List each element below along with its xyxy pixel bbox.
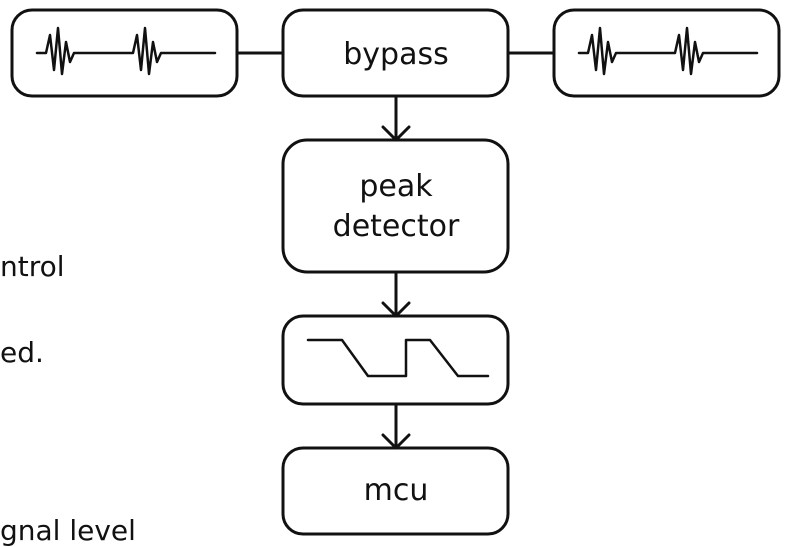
bypass-label: bypass: [343, 37, 448, 72]
peak-detector-label-line1: peak: [359, 169, 433, 204]
arrow-bypass-to-peak-detector: [381, 94, 411, 142]
signal-input-box: [10, 8, 239, 98]
waveform-bursts-icon: [577, 26, 759, 76]
square-pulse-icon: [306, 338, 490, 378]
waveform-bursts-icon: [35, 26, 217, 76]
side-text-line-2: ed.: [0, 336, 44, 369]
signal-output-box: [552, 8, 781, 98]
mcu-label: mcu: [364, 473, 429, 508]
side-text-line-3: gnal level: [0, 514, 136, 547]
peak-detector-box: [281, 138, 510, 274]
mcu-box: [281, 446, 510, 536]
arrow-comparator-to-mcu: [381, 402, 411, 450]
side-text-line-1: ntrol: [0, 250, 65, 283]
signal-chain-diagram: bypass peak detector mcu: [10, 8, 781, 536]
comparator-box: [281, 314, 510, 406]
bypass-box: [281, 8, 510, 98]
peak-detector-label-line2: detector: [333, 209, 460, 244]
arrow-peak-detector-to-comparator: [381, 270, 411, 318]
